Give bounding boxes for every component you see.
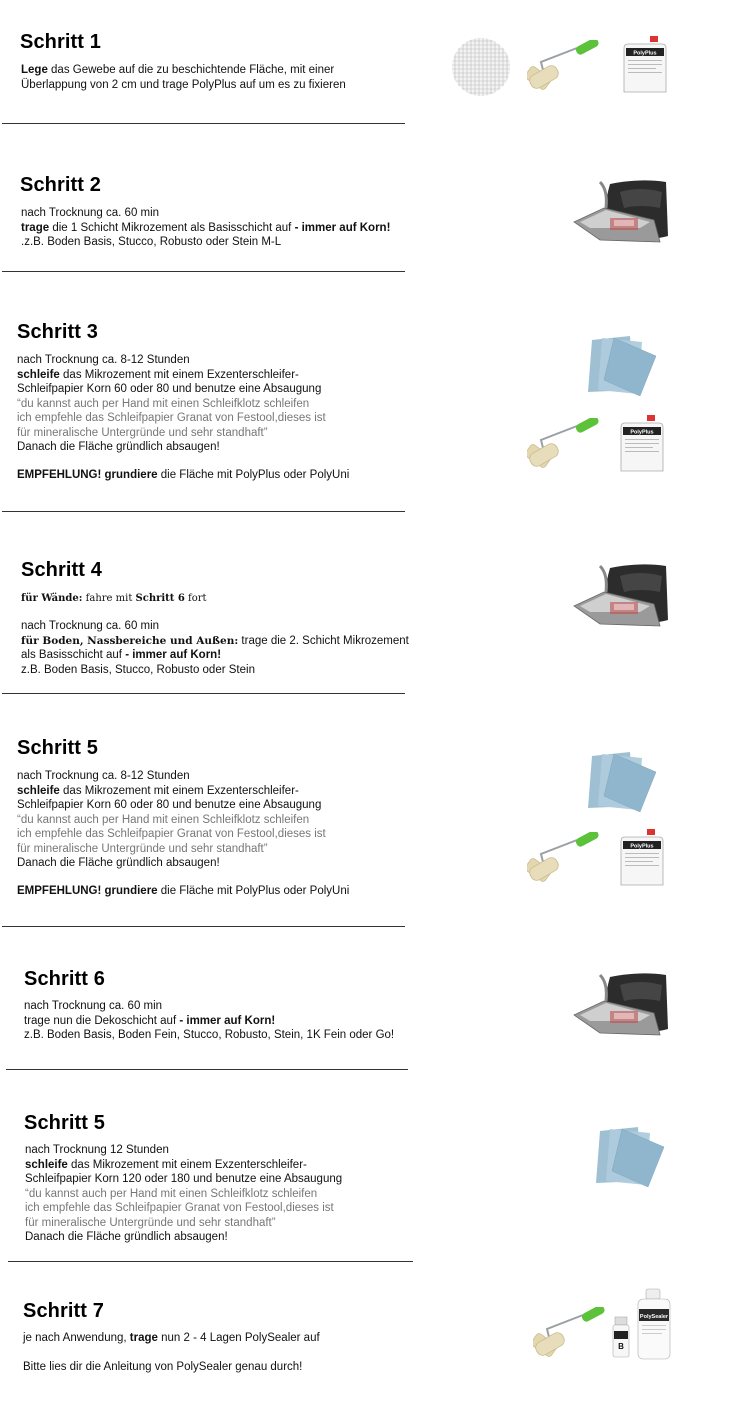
polysealer-bottles-image: B PolySealer xyxy=(612,1288,671,1360)
step-text: nach Trocknung ca. 8-12 Stunden schleife… xyxy=(17,770,326,869)
bottle-b-label: B xyxy=(618,1342,624,1351)
step-title: Schritt 2 xyxy=(20,174,101,196)
step-title: Schritt 4 xyxy=(21,559,102,581)
trowel-glove-image xyxy=(573,564,668,627)
polyplus-label: PolyPlus xyxy=(633,51,656,57)
divider xyxy=(2,271,405,272)
divider xyxy=(2,926,405,927)
divider xyxy=(2,123,405,124)
step-6: Schritt 6 nach Trocknung ca. 60 min trag… xyxy=(0,927,753,1070)
step-4: Schritt 4 für Wände: fahre mit Schritt 6… xyxy=(0,512,753,695)
step-title: Schritt 5 xyxy=(17,737,98,759)
trowel-glove-image xyxy=(573,973,668,1036)
polyplus-label: PolyPlus xyxy=(630,844,653,850)
sandpaper-image xyxy=(588,336,657,396)
polyplus-canister-image: PolyPlus xyxy=(620,415,664,472)
divider xyxy=(2,693,405,694)
step-5-fine: Schritt 5 nach Trocknung 12 Stunden schl… xyxy=(0,1070,753,1263)
paint-roller-image xyxy=(533,1307,605,1357)
paint-roller-image xyxy=(527,418,599,468)
step-title: Schritt 5 xyxy=(24,1112,105,1134)
divider xyxy=(2,511,405,512)
divider xyxy=(8,1261,413,1262)
step-text: nach Trocknung 12 Stunden schleife das M… xyxy=(25,1144,343,1243)
divider xyxy=(6,1069,408,1070)
closing-text: Bitte lies dir die Anleitung von PolySea… xyxy=(23,1361,303,1373)
recommendation-text: EMPFEHLUNG! grundiere die Fläche mit Pol… xyxy=(17,469,350,481)
step-title: Schritt 7 xyxy=(23,1300,104,1322)
step-text: Lege das Gewebe auf die zu beschichtende… xyxy=(21,64,346,91)
step-text: nach Trocknung ca. 60 min trage nun die … xyxy=(24,1000,395,1041)
step-text: je nach Anwendung, trage nun 2 - 4 Lagen… xyxy=(23,1332,320,1344)
step-5: Schritt 5 nach Trocknung ca. 8-12 Stunde… xyxy=(0,695,753,927)
step-2: Schritt 2 nach Trocknung ca. 60 min trag… xyxy=(0,124,753,272)
step-7: Schritt 7 je nach Anwendung, trage nun 2… xyxy=(0,1263,753,1422)
paint-roller-image xyxy=(527,40,599,90)
wall-note: für Wände: fahre mit Schritt 6 fort xyxy=(21,593,207,604)
paint-roller-image xyxy=(527,832,599,882)
step-title: Schritt 6 xyxy=(24,968,105,990)
step-title: Schritt 1 xyxy=(20,31,101,53)
trowel-glove-image xyxy=(573,180,668,243)
step-text: nach Trocknung ca. 8-12 Stunden schleife… xyxy=(17,354,326,453)
sandpaper-image xyxy=(596,1127,665,1187)
polysealer-label: PolySealer xyxy=(640,1314,669,1320)
step-title: Schritt 3 xyxy=(17,321,98,343)
step-3: Schritt 3 nach Trocknung ca. 8-12 Stunde… xyxy=(0,272,753,512)
mesh-fabric-image xyxy=(452,38,510,96)
step-text: nach Trocknung ca. 60 min für Boden, Nas… xyxy=(21,620,409,676)
sandpaper-image xyxy=(588,752,657,812)
step-text: nach Trocknung ca. 60 min trage die 1 Sc… xyxy=(21,207,391,248)
polyplus-label: PolyPlus xyxy=(630,430,653,436)
polyplus-canister-image: PolyPlus xyxy=(620,829,664,886)
polyplus-canister-image: PolyPlus xyxy=(623,36,667,93)
step-1: Schritt 1 Lege das Gewebe auf die zu bes… xyxy=(0,0,753,124)
recommendation-text: EMPFEHLUNG! grundiere die Fläche mit Pol… xyxy=(17,885,350,897)
